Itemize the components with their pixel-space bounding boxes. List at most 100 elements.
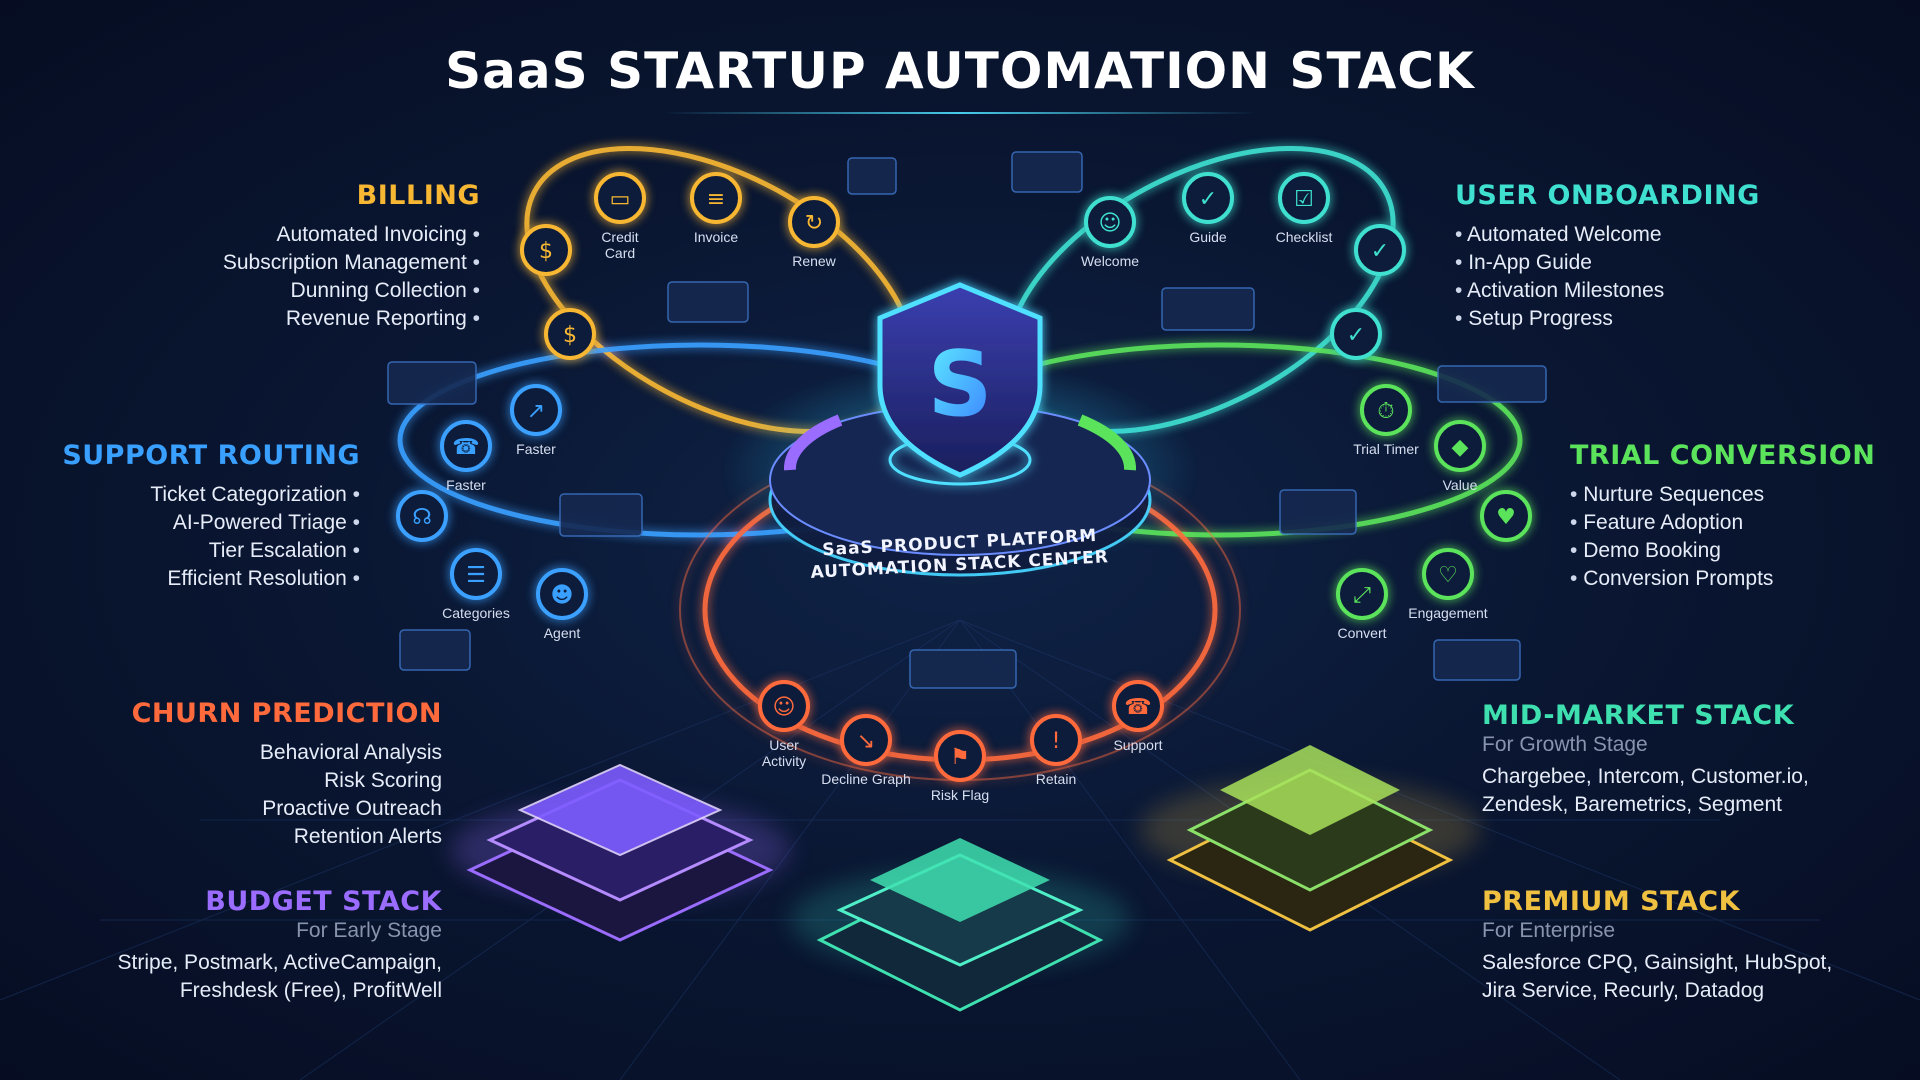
midmarket-heading: MID-MARKET STACK [1482,700,1795,731]
premium-block: PREMIUM STACK For Enterprise Salesforce … [1482,886,1832,1005]
handshake-icon: ♥ [1480,490,1532,542]
refresh-icon: ↻ [788,196,840,248]
timer-icon: ⏱ [1360,384,1412,436]
guide-icon: ✓ [1182,172,1234,224]
budget-block: BUDGET STACK For Early Stage Stripe, Pos… [118,886,442,1005]
floating-panels [387,151,1547,689]
svg-text:$: $ [539,239,553,264]
node-label: User [769,737,799,753]
svg-text:☎: ☎ [452,435,479,460]
svg-text:☰: ☰ [466,563,486,588]
list-item: Proactive Outreach [262,797,442,820]
churn-list: Behavioral Analysis Risk Scoring Proacti… [132,739,442,851]
svg-text:⏱: ⏱ [1377,399,1394,424]
dollar-icon: $ [544,308,596,360]
trial-heading: TRIAL CONVERSION [1570,440,1876,471]
node-label: Convert [1337,625,1386,641]
node-label: Checklist [1276,229,1333,245]
node-label: Support [1113,737,1162,753]
user-welcome-icon: ☺ [1084,196,1136,248]
svg-text:☻: ☻ [551,583,574,608]
node-label: Trial Timer [1353,441,1419,457]
premium-line: Jira Service, Recurly, Datadog [1482,979,1765,1002]
node-label: Decline Graph [821,771,911,787]
budget-platform [450,763,790,942]
midmarket-block: MID-MARKET STACK For Growth Stage Charge… [1482,700,1809,819]
premium-line: Salesforce CPQ, Gainsight, HubSpot, [1482,951,1833,974]
checklist-icon: ☑ [1278,172,1330,224]
node-label: Credit [601,229,638,245]
check-circle-icon: ✓ [1330,308,1382,360]
svg-text:☑: ☑ [1294,187,1314,212]
svg-text:⤢: ⤢ [1353,583,1371,608]
decline-graph-icon: ↘ [840,714,892,766]
title-divider [660,112,1260,114]
check-circle-icon: ✓ [1354,224,1406,276]
flag-icon: ⚑ [934,730,986,782]
diamond-icon: ◆ [1434,420,1486,472]
premium-platform [1140,745,1480,932]
billing-block: BILLING Automated Invoicing Subscription… [223,180,480,333]
warning-icon: ! [1030,714,1082,766]
svg-text:↗: ↗ [527,399,545,424]
list-item: Activation Milestones [1455,277,1760,305]
budget-subtitle: For Early Stage [296,919,442,942]
list-item: Risk Scoring [324,769,442,792]
trial-list: Nurture Sequences Feature Adoption Demo … [1570,481,1875,593]
svg-text:✓: ✓ [1199,187,1217,212]
onboarding-block: USER ONBOARDING Automated Welcome In-App… [1455,180,1760,333]
budget-line: Stripe, Postmark, ActiveCampaign, [117,951,442,974]
svg-text:✓: ✓ [1347,323,1365,348]
node-label: Categories [442,605,510,621]
support-heading: SUPPORT ROUTING [62,440,360,471]
billing-heading: BILLING [356,180,480,211]
svg-text:✓: ✓ [1371,239,1389,264]
list-item: Subscription Management [223,249,480,277]
svg-text:☺: ☺ [773,695,796,720]
invoice-icon: ≡ [690,172,742,224]
svg-text:≡: ≡ [707,187,725,212]
agent-icon: ☻ [536,568,588,620]
heart-hand-icon: ♡ [1422,548,1474,600]
list-item: Automated Invoicing [223,221,480,249]
support-list: Ticket Categorization AI-Powered Triage … [62,481,360,593]
premium-heading: PREMIUM STACK [1482,886,1741,917]
svg-text:⚑: ⚑ [950,745,970,770]
mid-platform [790,838,1130,1012]
credit-card-icon: ▭ [594,172,646,224]
convert-icon: ⤢ [1336,568,1388,620]
node-label: Welcome [1081,253,1139,269]
svg-text:☎: ☎ [1124,695,1151,720]
list-item: Dunning Collection [223,277,480,305]
list-item: Ticket Categorization [62,481,360,509]
list-item: Tier Escalation [62,537,360,565]
churn-block: CHURN PREDICTION Behavioral Analysis Ris… [132,698,442,851]
node-label: Retain [1036,771,1076,787]
list-item: Nurture Sequences [1570,481,1875,509]
list-item: Retention Alerts [293,825,442,848]
premium-subtitle: For Enterprise [1482,919,1616,942]
billing-list: Automated Invoicing Subscription Managem… [223,221,480,333]
list-item: Revenue Reporting [223,305,480,333]
budget-line: Freshdesk (Free), ProfitWell [179,979,442,1002]
rocket-icon: ↗ [510,384,562,436]
categories-icon: ☰ [450,548,502,600]
list-item: Setup Progress [1455,305,1760,333]
svg-text:♥: ♥ [1496,505,1516,530]
svg-text:!: ! [1052,729,1061,754]
node-label: Card [605,245,635,261]
user-activity-icon: ☺ [758,680,810,732]
node-label: Agent [544,625,581,641]
list-item: AI-Powered Triage [62,509,360,537]
budget-heading: BUDGET STACK [205,886,442,917]
support-block: SUPPORT ROUTING Ticket Categorization AI… [62,440,360,593]
onboarding-list: Automated Welcome In-App Guide Activatio… [1455,221,1760,333]
svg-text:☊: ☊ [412,505,432,530]
list-item: Automated Welcome [1455,221,1760,249]
list-item: Feature Adoption [1570,509,1875,537]
node-label: Renew [792,253,836,269]
list-item: Demo Booking [1570,537,1875,565]
svg-text:◆: ◆ [1452,435,1469,460]
svg-text:☺: ☺ [1099,211,1122,236]
